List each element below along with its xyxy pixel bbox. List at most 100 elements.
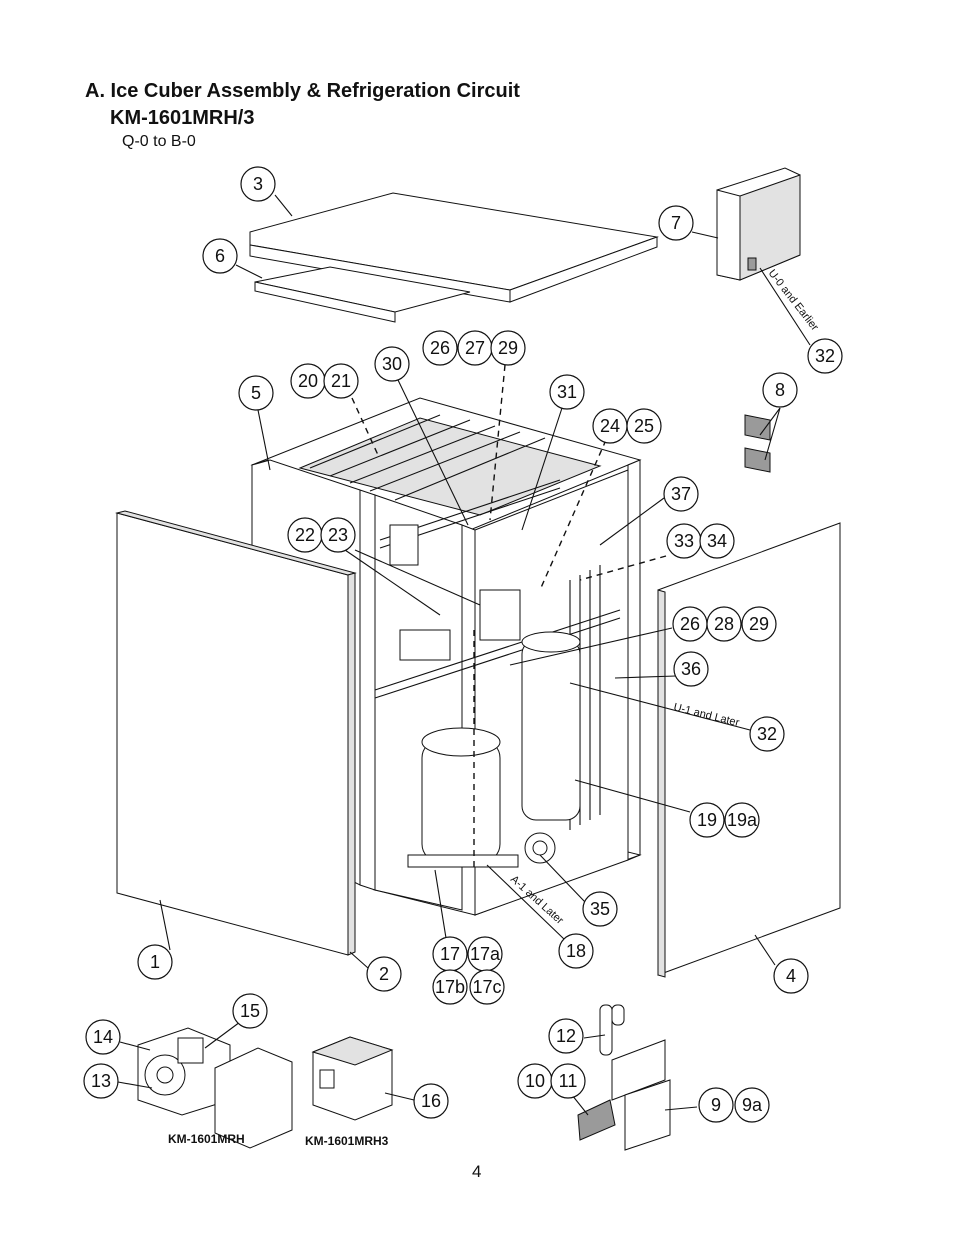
- callout-label: 27: [465, 338, 485, 358]
- callout-29: 29: [490, 330, 526, 366]
- callout-12: 12: [548, 1018, 584, 1054]
- valve-cluster: [389, 524, 556, 864]
- callout-16: 16: [413, 1083, 449, 1119]
- callout-19a: 19a: [724, 802, 760, 838]
- diagram-title: A. Ice Cuber Assembly & Refrigeration Ci…: [85, 80, 520, 102]
- serial-range: Q-0 to B-0: [122, 133, 196, 150]
- callout-17c: 17c: [469, 969, 505, 1005]
- callout-label: 28: [714, 614, 734, 634]
- transformer-box: [311, 1036, 394, 1121]
- callout-14: 14: [85, 1019, 121, 1055]
- callout-2: 2: [366, 956, 402, 992]
- callout-32: 32: [807, 338, 843, 374]
- callout-17b: 17b: [432, 969, 468, 1005]
- callout-1: 1: [137, 944, 173, 980]
- callout-15: 15: [232, 993, 268, 1029]
- callout-36: 36: [673, 651, 709, 687]
- callout-label: 32: [815, 346, 835, 366]
- callout-30: 30: [374, 346, 410, 382]
- sub-label-km1601mrh: KM-1601MRH: [168, 1132, 245, 1146]
- callout-label: 25: [634, 416, 654, 436]
- callout-label: 17c: [472, 977, 501, 997]
- front-panel: [115, 510, 357, 956]
- callout-13: 13: [83, 1063, 119, 1099]
- callout-label: 26: [680, 614, 700, 634]
- callout-23: 23: [320, 517, 356, 553]
- callout-5: 5: [238, 375, 274, 411]
- switch-bracket: [577, 1099, 616, 1141]
- callout-label: 29: [498, 338, 518, 358]
- callout-label: 34: [707, 531, 727, 551]
- callout-31: 31: [549, 374, 585, 410]
- compressor: [407, 727, 519, 868]
- callout-17: 17: [432, 936, 468, 972]
- callout-37: 37: [663, 476, 699, 512]
- callout-4: 4: [773, 958, 809, 994]
- tubing-fitting: [599, 1004, 625, 1056]
- callout-label: 35: [590, 899, 610, 919]
- callout-label: 20: [298, 371, 318, 391]
- model-number: KM-1601MRH/3: [110, 107, 255, 129]
- brackets: [744, 414, 771, 473]
- callout-label: 4: [786, 966, 796, 986]
- callout-label: 17a: [470, 944, 501, 964]
- mounting-plate: [611, 1039, 671, 1151]
- callout-19: 19: [689, 802, 725, 838]
- callout-label: 33: [674, 531, 694, 551]
- callout-label: 32: [757, 724, 777, 744]
- callout-label: 18: [566, 941, 586, 961]
- callout-label: 1: [150, 952, 160, 972]
- top-insulation: [254, 266, 471, 323]
- sub-label-km1601mrh3: KM-1601MRH3: [305, 1134, 389, 1148]
- callout-label: 8: [775, 380, 785, 400]
- callout-33: 33: [666, 523, 702, 559]
- callout-label: 23: [328, 525, 348, 545]
- callout-27: 27: [457, 330, 493, 366]
- callout-label: 17: [440, 944, 460, 964]
- callout-label: 14: [93, 1027, 113, 1047]
- callout-32: 32: [749, 716, 785, 752]
- callout-18: 18: [558, 933, 594, 969]
- callout-8: 8: [762, 372, 798, 408]
- callout-10: 10: [517, 1063, 553, 1099]
- callout-25: 25: [626, 408, 662, 444]
- callout-label: 11: [559, 1071, 578, 1091]
- callout-6: 6: [202, 238, 238, 274]
- callout-label: 26: [430, 338, 450, 358]
- callout-21: 21: [323, 363, 359, 399]
- callout-label: 9: [711, 1095, 721, 1115]
- callout-label: 24: [600, 416, 620, 436]
- callout-label: 7: [671, 213, 681, 233]
- callout-22: 22: [287, 517, 323, 553]
- callout-label: 10: [525, 1071, 545, 1091]
- callout-9a: 9a: [734, 1087, 770, 1123]
- callout-label: 21: [331, 371, 351, 391]
- callout-label: 29: [749, 614, 769, 634]
- note-u0-earlier: U-0 and Earlier: [766, 267, 821, 333]
- control-box: [716, 167, 801, 281]
- callout-label: 12: [556, 1026, 576, 1046]
- callout-label: 30: [382, 354, 402, 374]
- callout-label: 19: [697, 810, 717, 830]
- callout-9: 9: [698, 1087, 734, 1123]
- callout-label: 13: [91, 1071, 111, 1091]
- callout-26: 26: [672, 606, 708, 642]
- callout-3: 3: [240, 166, 276, 202]
- callout-label: 9a: [742, 1095, 763, 1115]
- dashed-leaders: [351, 364, 667, 870]
- callout-label: 16: [421, 1091, 441, 1111]
- callout-17a: 17a: [467, 936, 503, 972]
- callout-label: 15: [240, 1001, 260, 1021]
- callout-label: 6: [215, 246, 225, 266]
- callout-label: 5: [251, 383, 261, 403]
- callout-label: 37: [671, 484, 691, 504]
- callout-label: 22: [295, 525, 315, 545]
- callout-label: 36: [681, 659, 701, 679]
- callout-label: 19a: [727, 810, 758, 830]
- callout-24: 24: [592, 408, 628, 444]
- callout-20: 20: [290, 363, 326, 399]
- callout-28: 28: [706, 606, 742, 642]
- callout-label: 17b: [435, 977, 465, 997]
